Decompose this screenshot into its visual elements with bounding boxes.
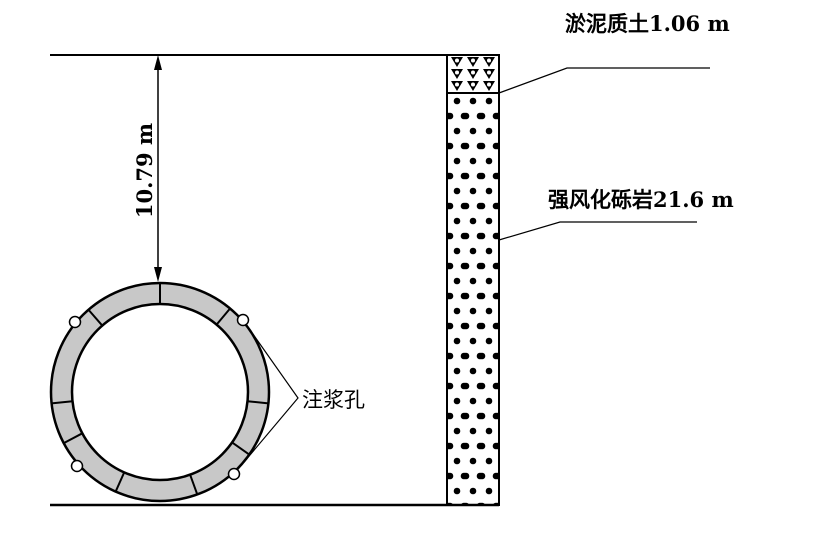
dimension-arrow	[154, 55, 162, 282]
depth-label: 10.79 m	[132, 122, 158, 219]
segment-joints	[51, 283, 269, 495]
gravel-leader	[498, 221, 697, 241]
segment-joint	[51, 400, 73, 405]
gravel-layer-label: 强风化砾岩21.6 m	[548, 187, 734, 212]
grout-hole-leaders	[233, 319, 299, 475]
grout-holes	[68, 313, 250, 481]
silt-layer	[446, 54, 500, 94]
grout-hole	[236, 313, 250, 327]
grout-hole	[227, 467, 241, 481]
silt-layer-label: 淤泥质土1.06 m	[565, 11, 730, 36]
grout-holes-label: 注浆孔	[302, 388, 365, 412]
segment-joint	[215, 307, 231, 326]
segment-joint	[231, 441, 250, 456]
soil-column	[446, 54, 500, 506]
gravel-layer	[446, 92, 500, 506]
segment-joint	[63, 432, 83, 445]
segment-joint	[189, 474, 199, 495]
tunnel-ring	[49, 281, 271, 503]
segment-joint	[87, 309, 104, 327]
segment-joint	[114, 471, 126, 492]
segment-joint	[247, 400, 269, 405]
grout-hole	[68, 315, 82, 329]
grout-hole	[70, 459, 84, 473]
silt-leader	[498, 67, 710, 94]
